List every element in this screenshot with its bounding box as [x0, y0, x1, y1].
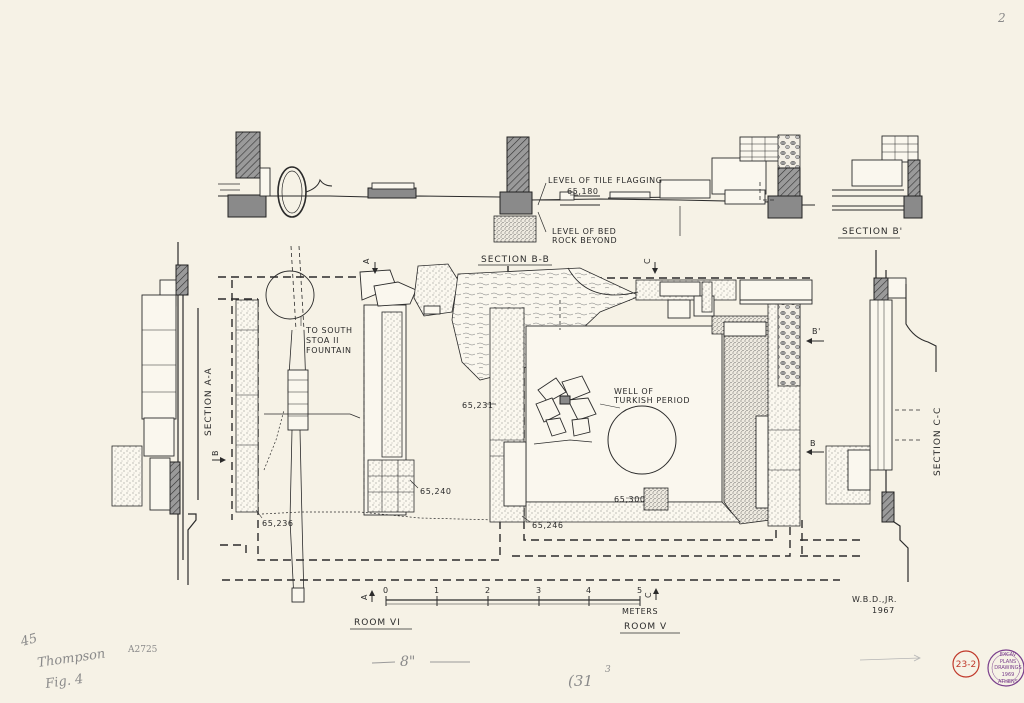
bed-rock-label-line1: LEVEL OF BED [552, 227, 616, 236]
marker-a-bottom: A [360, 594, 369, 600]
stamp-line2: PLANS [1000, 659, 1016, 665]
stamp-line4: 1969 [1002, 672, 1015, 678]
stamp-line5: ATHENS [998, 679, 1018, 685]
south-stoa-label-line1: TO SOUTH [305, 326, 353, 335]
year-credit: 1967 [872, 606, 895, 615]
handwritten-fig: Fig. 4 [43, 672, 84, 692]
archive-stamp [987, 649, 1024, 687]
section-arrow-b-prime [806, 338, 824, 344]
section-cc-label: SECTION C-C [933, 407, 943, 476]
scale-tick-2: 2 [485, 586, 491, 595]
elevation-65236: 65,236 [262, 519, 294, 528]
scale-tick-1: 1 [434, 586, 440, 595]
handwritten-31: (31 [568, 672, 593, 690]
south-stoa-label-line2: STOA II [306, 336, 339, 345]
marker-b-right: B [810, 439, 816, 448]
archive-stamp-inner [991, 653, 1021, 683]
bed-rock-label-line2: ROCK BEYOND [552, 236, 617, 245]
section-cc-elevation [825, 250, 937, 582]
corner-number: 2 [997, 11, 1006, 25]
tile-elevation-label: 65,180 [567, 187, 599, 196]
well-label-line2: TURKISH PERIOD [613, 396, 690, 405]
pencil-arrow-line [859, 657, 921, 661]
well-label-line1: WELL OF [614, 387, 654, 396]
catalog-code: A2725 [127, 645, 158, 655]
marker-c-top: C [643, 258, 652, 264]
marker-b-prime: B' [812, 327, 821, 336]
marker-b-left: B [211, 450, 220, 456]
elevation-65231: 65,231 [462, 401, 494, 410]
elevation-65246: 65,246 [532, 521, 564, 530]
scale-tick-4: 4 [586, 586, 592, 595]
marker-a-top: A [362, 258, 371, 264]
section-arrow-b-right [806, 449, 824, 455]
marker-c-bottom: C [644, 592, 653, 598]
site-plan [218, 245, 860, 603]
well-circle [607, 405, 677, 475]
section-arrow-c-bottom [653, 588, 659, 600]
scale-bar [385, 596, 641, 606]
scale-tick-5: 5 [637, 586, 643, 595]
tile-flagging-label: LEVEL OF TILE FLAGGING [548, 176, 663, 185]
section-aa-label: SECTION A-A [204, 367, 214, 436]
room-vi-label: ROOM VI [354, 618, 401, 628]
stamp-line3: DRAWINGS [994, 665, 1021, 671]
pencil-arrow-head [913, 654, 921, 662]
section-arrow-a-top [372, 262, 378, 274]
red-number-circle [952, 650, 980, 678]
scale-tick-3: 3 [536, 586, 542, 595]
handwritten-45: 45 [18, 631, 39, 650]
handwritten-size: 8" [400, 654, 415, 670]
section-arrow-a-bottom [369, 590, 375, 602]
author-credit: W.B.D.,JR. [852, 595, 897, 604]
section-bb-elevation [218, 131, 923, 243]
section-aa-elevation [111, 242, 199, 585]
elevation-65240: 65,240 [420, 487, 452, 496]
pencil-dimension-line [371, 661, 470, 664]
handwritten-thompson: Thompson [36, 647, 106, 671]
section-b-prime-label: SECTION B' [842, 227, 903, 237]
scale-tick-0: 0 [383, 586, 389, 595]
room-v-label: ROOM V [624, 622, 667, 632]
red-number: 23-2 [956, 660, 976, 670]
stamp-line1: EXCAV [1000, 652, 1017, 658]
handwritten-31-sup: 3 [605, 665, 611, 675]
section-bb-label: SECTION B-B [481, 255, 550, 265]
south-stoa-label-line3: FOUNTAIN [306, 346, 352, 355]
section-arrow-c-top [652, 262, 658, 274]
section-arrow-b-left [212, 457, 226, 463]
elevation-65300: 65,300 [614, 495, 646, 504]
scale-unit-label: METERS [622, 607, 658, 616]
